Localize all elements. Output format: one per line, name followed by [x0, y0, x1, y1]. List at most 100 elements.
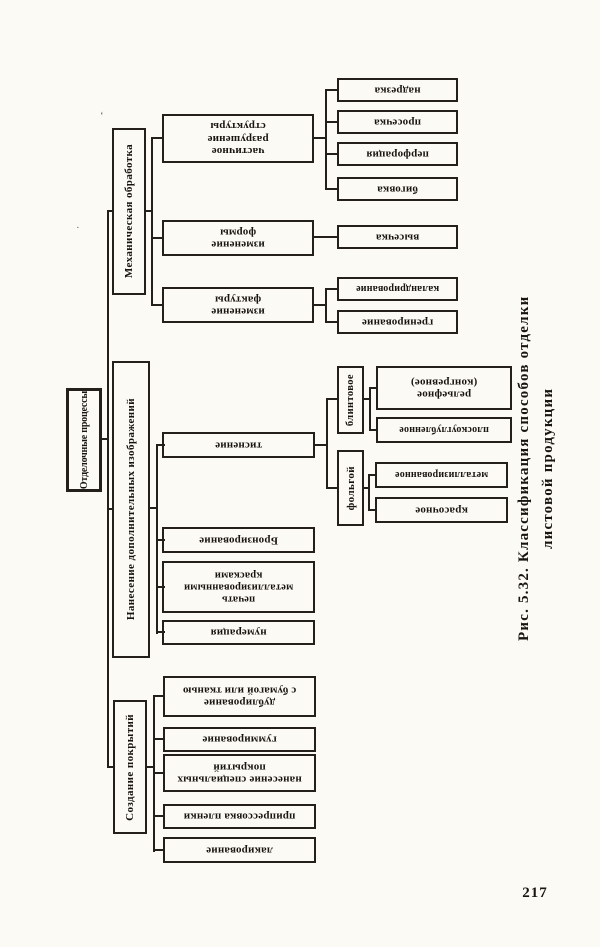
connector: [152, 137, 163, 139]
node-form-change: изменение формы: [162, 220, 314, 256]
leaf-vysechka: высечка: [337, 225, 458, 249]
node-metallic-print: печать металлизированными красками: [162, 561, 315, 613]
leaf-prosechka-label: просечка: [373, 116, 422, 129]
leaf-special-coatings: нанесение специальных покрытий: [163, 754, 316, 792]
leaf-film-lamination-label: припрессовка пленки: [183, 810, 296, 823]
connector: [154, 772, 164, 774]
connector-trunk: [107, 210, 109, 768]
leaf-bigovka: биговка: [337, 177, 458, 201]
leaf-prosechka: просечка: [337, 110, 458, 134]
leaf-vysechka-label: высечка: [375, 231, 420, 244]
connector: [369, 387, 371, 431]
node-blind-embossing-label: блинтовое: [345, 373, 356, 427]
connector: [370, 429, 377, 431]
leaf-nadrezka-label: надрезка: [374, 84, 421, 97]
connector: [147, 766, 154, 768]
connector: [314, 137, 326, 139]
connector: [107, 210, 113, 212]
connector: [154, 695, 164, 697]
node-coatings: Создание покрытий: [113, 700, 147, 834]
connector: [157, 444, 165, 446]
leaf-relief-kongrev: рельефное (конгревное): [376, 366, 512, 410]
connector: [146, 210, 152, 212]
connector: [157, 539, 165, 541]
connector: [326, 153, 338, 155]
leaf-metallized: металлизированное: [375, 462, 508, 488]
leaf-nadrezka: надрезка: [337, 78, 458, 102]
leaf-bigovka-label: биговка: [377, 183, 418, 196]
node-foil-embossing-label: фольгой: [344, 465, 357, 511]
leaf-film-lamination: припрессовка пленки: [163, 804, 316, 829]
connector: [368, 474, 370, 511]
connector: [325, 89, 327, 190]
node-root-label: Отделочные процессы: [78, 390, 90, 490]
node-blind-embossing: блинтовое: [337, 366, 364, 434]
leaf-kalandrirovanie-label: каландрирование: [355, 283, 440, 295]
scan-artifact: ·: [76, 222, 80, 234]
connector: [326, 121, 338, 123]
connector: [314, 304, 326, 306]
connector: [152, 304, 163, 306]
node-mechanical-processing-label: Механическая обработка: [123, 144, 135, 279]
leaf-grenirovanie-label: гренирование: [361, 316, 434, 329]
connector: [326, 288, 338, 290]
connector: [157, 631, 165, 633]
leaf-doubling-label: дублирование с бумагой или тканью: [182, 684, 297, 709]
connector: [154, 815, 164, 817]
connector: [364, 487, 369, 489]
node-numbering-label: нумерация: [210, 626, 267, 639]
leaf-colored-label: красочное: [415, 504, 468, 517]
leaf-colored: красочное: [375, 497, 508, 523]
node-texture-change: изменение фактуры: [162, 287, 314, 323]
node-numbering: нумерация: [162, 620, 315, 645]
connector: [102, 438, 109, 440]
connector: [152, 237, 163, 239]
node-embossing: тиснение: [162, 432, 315, 458]
leaf-varnishing-label: лакирование: [206, 844, 273, 857]
leaf-metallized-label: металлизированное: [394, 469, 489, 481]
connector: [315, 444, 327, 446]
scan-artifact: ʻ: [100, 110, 104, 122]
node-structure-destruction: частичное разрушение структуры: [162, 114, 314, 163]
connector: [326, 89, 338, 91]
page-number: 217: [522, 885, 548, 901]
connector: [326, 188, 338, 190]
node-additional-images: Нанесение дополнительных изображений: [112, 361, 150, 658]
leaf-flat-recessed: плоскоуглубленное: [376, 417, 512, 443]
node-root: Отделочные процессы: [66, 388, 102, 492]
node-texture-change-label: изменение фактуры: [211, 293, 265, 318]
leaf-gumming-label: гуммирование: [202, 733, 277, 746]
connector: [369, 474, 376, 476]
connector: [107, 766, 114, 768]
leaf-grenirovanie: гренирование: [337, 310, 458, 334]
leaf-gumming: гуммирование: [163, 727, 316, 752]
node-coatings-label: Создание покрытий: [124, 713, 136, 821]
connector: [327, 398, 338, 400]
node-metallic-print-label: печать металлизированными красками: [183, 570, 294, 605]
node-mechanical-processing: Механическая обработка: [112, 128, 146, 295]
node-bronzing: Бронзирование: [162, 527, 315, 553]
connector: [326, 321, 338, 323]
node-embossing-label: тиснение: [215, 439, 263, 452]
leaf-kalandrirovanie: каландрирование: [337, 277, 458, 301]
node-additional-images-label: Нанесение дополнительных изображений: [125, 398, 137, 621]
connector: [327, 487, 338, 489]
connector: [151, 137, 153, 306]
connector: [107, 508, 113, 510]
node-structure-destruction-label: частичное разрушение структуры: [207, 120, 269, 157]
node-foil-embossing: фольгой: [337, 450, 364, 526]
leaf-varnishing: лакирование: [163, 837, 316, 863]
node-bronzing-label: Бронзирование: [199, 534, 278, 547]
leaf-doubling: дублирование с бумагой или тканью: [163, 676, 316, 717]
connector: [370, 387, 377, 389]
leaf-flat-recessed-label: плоскоуглубленное: [399, 424, 489, 436]
connector: [154, 738, 164, 740]
connector: [325, 288, 327, 323]
connector: [314, 236, 338, 238]
node-form-change-label: изменение формы: [211, 226, 265, 251]
connector: [369, 509, 376, 511]
figure-caption: Рис. 5.32. Классификация способов отделк…: [516, 295, 556, 641]
connector: [326, 398, 328, 489]
connector: [157, 586, 165, 588]
